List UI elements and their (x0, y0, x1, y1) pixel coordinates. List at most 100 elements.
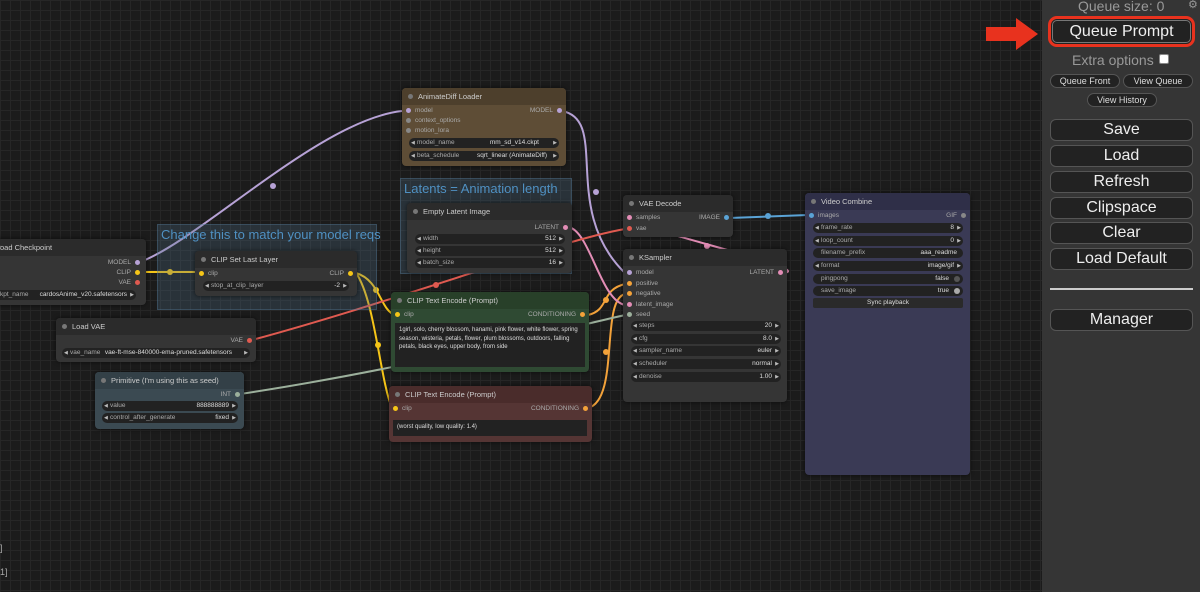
output-latent[interactable]: LATENT (535, 223, 572, 233)
input-seed[interactable]: seed (623, 310, 650, 320)
output-clip[interactable]: CLIP (117, 268, 144, 278)
output-vae[interactable]: VAE (230, 336, 256, 346)
slot-dot[interactable] (627, 225, 632, 231)
widget-seed-value[interactable]: value 888888889 (102, 401, 238, 411)
node-primitive[interactable]: Primitive (I'm using this as seed) INT v… (95, 372, 244, 429)
slot-dot[interactable] (724, 214, 729, 220)
slot-dot[interactable] (627, 301, 632, 307)
widget-ckpt-name[interactable]: kpt_name cardosAnime_v20.safetensors (0, 290, 136, 300)
output-gif[interactable]: GIF (946, 211, 970, 221)
node-graph-canvas[interactable]: Change this to match your model reqs Lat… (0, 0, 1042, 592)
node-clip-text-encode-negative[interactable]: CLIP Text Encode (Prompt) clip CONDITION… (389, 386, 592, 442)
slot-dot[interactable] (580, 311, 585, 317)
load-default-button[interactable]: Load Default (1050, 248, 1193, 270)
output-latent[interactable]: LATENT (750, 268, 787, 278)
input-latent-image[interactable]: latent_image (623, 300, 673, 310)
node-clip-set-last-layer[interactable]: CLIP Set Last Layer clip CLIP stop_at_cl… (195, 251, 357, 296)
prompt-text-negative[interactable]: (worst quality, low quality: 1.4) (393, 420, 587, 436)
input-clip[interactable]: clip (391, 310, 414, 320)
clear-button[interactable]: Clear (1050, 222, 1193, 244)
slot-dot[interactable] (135, 279, 140, 285)
slot-dot[interactable] (583, 405, 588, 411)
output-clip[interactable]: CLIP (330, 269, 357, 279)
queue-front-button[interactable]: Queue Front (1050, 74, 1120, 88)
widget-stop-at-clip-layer[interactable]: stop_at_clip_layer -2 (203, 281, 349, 291)
prompt-text-positive[interactable]: 1girl, solo, cherry blossom, hanami, pin… (395, 323, 585, 367)
load-button[interactable]: Load (1050, 145, 1193, 167)
slot-dot[interactable] (627, 269, 632, 275)
settings-gear-icon[interactable]: ⚙ (1188, 0, 1198, 11)
slot-dot[interactable] (961, 212, 966, 218)
view-history-button[interactable]: View History (1087, 93, 1157, 107)
widget-model-name[interactable]: model_name mm_sd_v14.ckpt (409, 138, 559, 148)
output-image[interactable]: IMAGE (699, 213, 733, 223)
extra-options-checkbox[interactable] (1159, 54, 1169, 64)
toggle-on-icon[interactable] (954, 288, 960, 294)
slot-dot[interactable] (247, 337, 252, 343)
input-vae[interactable]: vae (623, 224, 646, 234)
node-load-vae[interactable]: Load VAE VAE vae_name vae-ft-mse-840000-… (56, 318, 256, 362)
input-context-options[interactable]: context_options (402, 116, 461, 126)
slot-dot[interactable] (135, 259, 140, 265)
toggle-off-icon[interactable] (954, 276, 960, 282)
slot-dot[interactable] (199, 270, 204, 276)
slot-dot[interactable] (627, 290, 632, 296)
node-clip-text-encode-positive[interactable]: CLIP Text Encode (Prompt) clip CONDITION… (391, 292, 589, 372)
input-model[interactable]: model (402, 106, 433, 116)
slot-dot[interactable] (348, 270, 353, 276)
slot-dot[interactable] (235, 391, 240, 397)
output-conditioning[interactable]: CONDITIONING (531, 404, 592, 414)
queue-prompt-button[interactable]: Queue Prompt (1048, 16, 1195, 47)
output-vae[interactable]: VAE (118, 278, 144, 288)
input-motion-lora[interactable]: motion_lora (402, 126, 449, 136)
output-model[interactable]: MODEL (108, 258, 144, 268)
sync-playback-button[interactable]: Sync playback (813, 298, 963, 308)
output-conditioning[interactable]: CONDITIONING (528, 310, 589, 320)
widget-vae-name[interactable]: vae_name vae-ft-mse-840000-ema-pruned.sa… (62, 348, 250, 358)
slot-dot[interactable] (778, 269, 783, 275)
slot-dot[interactable] (557, 107, 562, 113)
input-samples[interactable]: samples (623, 213, 660, 223)
widget-height[interactable]: height 512 (415, 246, 565, 256)
widget-width[interactable]: width 512 (415, 234, 565, 244)
save-button[interactable]: Save (1050, 119, 1193, 141)
output-model[interactable]: MODEL (530, 106, 566, 116)
slot-dot[interactable] (627, 214, 632, 220)
input-negative[interactable]: negative (623, 289, 661, 299)
input-model[interactable]: model (623, 268, 654, 278)
input-clip[interactable]: clip (389, 404, 412, 414)
slot-dot[interactable] (135, 269, 140, 275)
slot-dot[interactable] (406, 107, 411, 113)
node-vae-decode[interactable]: VAE Decode samples vae IMAGE (623, 195, 733, 237)
output-int[interactable]: INT (221, 390, 244, 400)
input-clip[interactable]: clip (195, 269, 218, 279)
slot-dot[interactable] (393, 405, 398, 411)
clipspace-button[interactable]: Clipspace (1050, 197, 1193, 219)
node-empty-latent-image[interactable]: Empty Latent Image LATENT width 512 heig… (407, 203, 572, 273)
input-positive[interactable]: positive (623, 279, 658, 289)
refresh-button[interactable]: Refresh (1050, 171, 1193, 193)
widget-control-after-generate[interactable]: control_after_generate fixed (102, 413, 238, 423)
node-load-checkpoint[interactable]: oad Checkpoint MODEL CLIP VAE kpt_name c… (0, 239, 146, 305)
slot-dot[interactable] (809, 212, 814, 218)
node-animatediff-loader[interactable]: AnimateDiff Loader model context_options… (402, 88, 566, 166)
input-images[interactable]: images (805, 211, 839, 221)
widget-batch-size[interactable]: batch_size 16 (415, 258, 565, 268)
slot-dot[interactable] (563, 224, 568, 230)
view-queue-button[interactable]: View Queue (1123, 74, 1193, 88)
node-ksampler[interactable]: KSampler model positive negative latent_… (623, 249, 787, 402)
slot-dot[interactable] (406, 127, 411, 133)
slot-dot[interactable] (627, 280, 632, 286)
manager-button[interactable]: Manager (1050, 309, 1193, 331)
slot-dot[interactable] (395, 311, 400, 317)
